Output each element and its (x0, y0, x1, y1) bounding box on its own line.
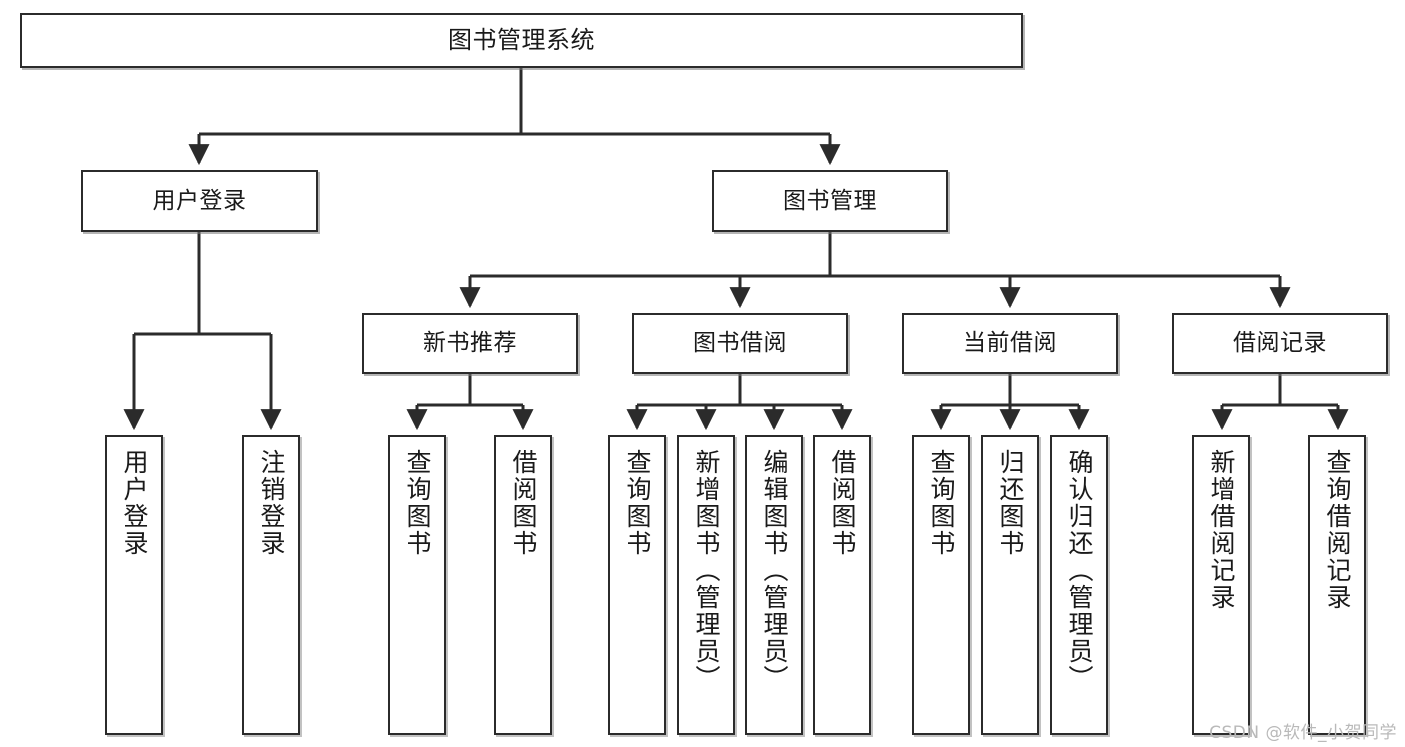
leaf-add-book[interactable]: 新增图书（管理员） (677, 435, 735, 735)
leaf-query-record-label: 查询借阅记录 (1323, 449, 1352, 611)
node-book-borrow[interactable]: 图书借阅 (632, 313, 848, 374)
leaf-borrow-book-2[interactable]: 借阅图书 (813, 435, 871, 735)
leaf-borrow-book-2-label: 借阅图书 (828, 449, 857, 557)
node-root-label: 图书管理系统 (448, 25, 595, 54)
node-root[interactable]: 图书管理系统 (20, 13, 1023, 68)
leaf-borrow-book-1[interactable]: 借阅图书 (494, 435, 552, 735)
leaf-confirm-return[interactable]: 确认归还（管理员） (1050, 435, 1108, 735)
node-user-login[interactable]: 用户登录 (81, 170, 318, 232)
leaf-query-book-1[interactable]: 查询图书 (388, 435, 446, 735)
leaf-add-record[interactable]: 新增借阅记录 (1192, 435, 1250, 735)
leaf-query-book-1-label: 查询图书 (403, 449, 432, 557)
leaf-user-login-label: 用户登录 (120, 449, 149, 557)
leaf-add-record-label: 新增借阅记录 (1207, 449, 1236, 611)
leaf-borrow-book-1-label: 借阅图书 (509, 449, 538, 557)
node-new-book-recommend[interactable]: 新书推荐 (362, 313, 578, 374)
node-current-borrow[interactable]: 当前借阅 (902, 313, 1118, 374)
leaf-query-book-3[interactable]: 查询图书 (912, 435, 970, 735)
node-user-login-label: 用户登录 (152, 187, 247, 214)
node-borrow-record-label: 借阅记录 (1233, 330, 1327, 357)
leaf-edit-book[interactable]: 编辑图书（管理员） (745, 435, 803, 735)
leaf-return-book-label: 归还图书 (996, 449, 1025, 557)
leaf-query-record[interactable]: 查询借阅记录 (1308, 435, 1366, 735)
node-borrow-record[interactable]: 借阅记录 (1172, 313, 1388, 374)
leaf-query-book-3-label: 查询图书 (927, 449, 956, 557)
leaf-return-book[interactable]: 归还图书 (981, 435, 1039, 735)
leaf-user-login[interactable]: 用户登录 (105, 435, 163, 735)
leaf-edit-book-label: 编辑图书（管理员） (760, 449, 789, 692)
leaf-add-book-label: 新增图书（管理员） (692, 449, 721, 692)
node-book-borrow-label: 图书借阅 (693, 330, 787, 357)
node-book-manage[interactable]: 图书管理 (712, 170, 948, 232)
leaf-logout-login[interactable]: 注销登录 (242, 435, 300, 735)
leaf-query-book-2-label: 查询图书 (623, 449, 652, 557)
leaf-confirm-return-label: 确认归还（管理员） (1065, 449, 1094, 692)
leaf-logout-login-label: 注销登录 (257, 449, 286, 557)
leaf-query-book-2[interactable]: 查询图书 (608, 435, 666, 735)
csdn-watermark: CSDN @软件_小贺同学 (1209, 723, 1397, 743)
node-current-borrow-label: 当前借阅 (963, 330, 1057, 357)
node-new-book-recommend-label: 新书推荐 (423, 330, 517, 357)
node-book-manage-label: 图书管理 (783, 187, 877, 214)
